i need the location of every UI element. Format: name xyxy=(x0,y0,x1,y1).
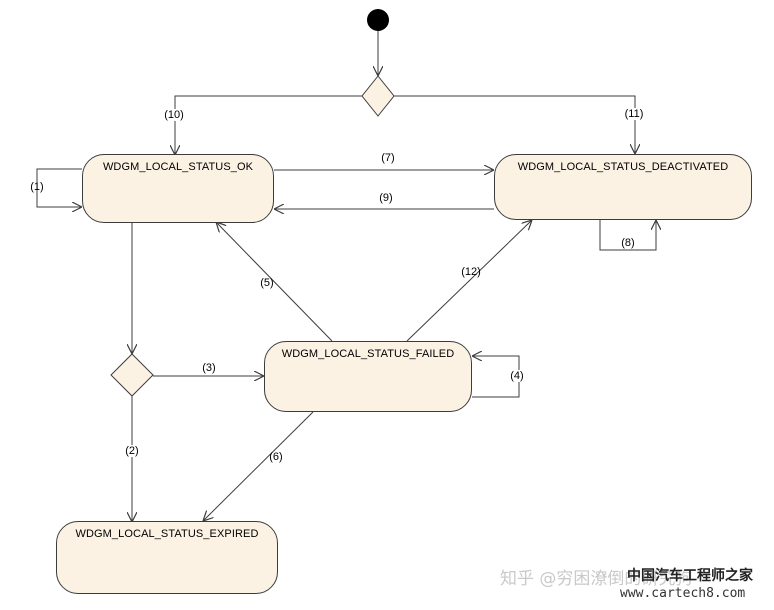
state-local-status-ok: WDGM_LOCAL_STATUS_OK xyxy=(82,154,274,223)
state-label-ok: WDGM_LOCAL_STATUS_OK xyxy=(102,161,254,173)
state-local-status-expired: WDGM_LOCAL_STATUS_EXPIRED xyxy=(56,521,278,594)
transition-label-11: (11) xyxy=(624,108,644,120)
state-local-status-failed: WDGM_LOCAL_STATUS_FAILED xyxy=(264,341,472,412)
transition-label-5: (5) xyxy=(260,277,274,289)
transition-label-1: (1) xyxy=(30,181,44,193)
edge-6 xyxy=(203,411,314,521)
transition-label-9: (9) xyxy=(379,192,393,204)
decision-lower xyxy=(110,353,154,397)
decision-top xyxy=(361,75,395,117)
transition-label-7: (7) xyxy=(381,152,395,164)
initial-node xyxy=(367,9,389,31)
state-label-expired: WDGM_LOCAL_STATUS_EXPIRED xyxy=(75,528,259,540)
transition-label-12: (12) xyxy=(461,266,481,278)
transition-label-2: (2) xyxy=(125,445,139,457)
transition-label-4: (4) xyxy=(510,370,524,382)
edge-12 xyxy=(406,220,532,342)
transition-label-6: (6) xyxy=(269,451,283,463)
edge-8 xyxy=(599,220,656,251)
watermark-zhihu: 知乎 @穷困潦倒的研究狗 xyxy=(500,569,693,589)
state-label-failed: WDGM_LOCAL_STATUS_FAILED xyxy=(281,348,455,360)
watermark-site-url: www.cartech8.com xyxy=(620,586,746,601)
transition-label-10: (10) xyxy=(164,109,184,121)
edge-10 xyxy=(175,95,362,155)
transition-label-8: (8) xyxy=(621,237,635,249)
transition-label-3: (3) xyxy=(202,362,216,374)
edge-5 xyxy=(216,222,333,342)
state-label-deactivated: WDGM_LOCAL_STATUS_DEACTIVATED xyxy=(517,161,729,173)
state-local-status-deactivated: WDGM_LOCAL_STATUS_DEACTIVATED xyxy=(494,154,752,220)
watermark-site-cn: 中国汽车工程师之家 xyxy=(627,568,753,584)
edge-11 xyxy=(394,95,635,154)
edge-1 xyxy=(36,168,82,207)
